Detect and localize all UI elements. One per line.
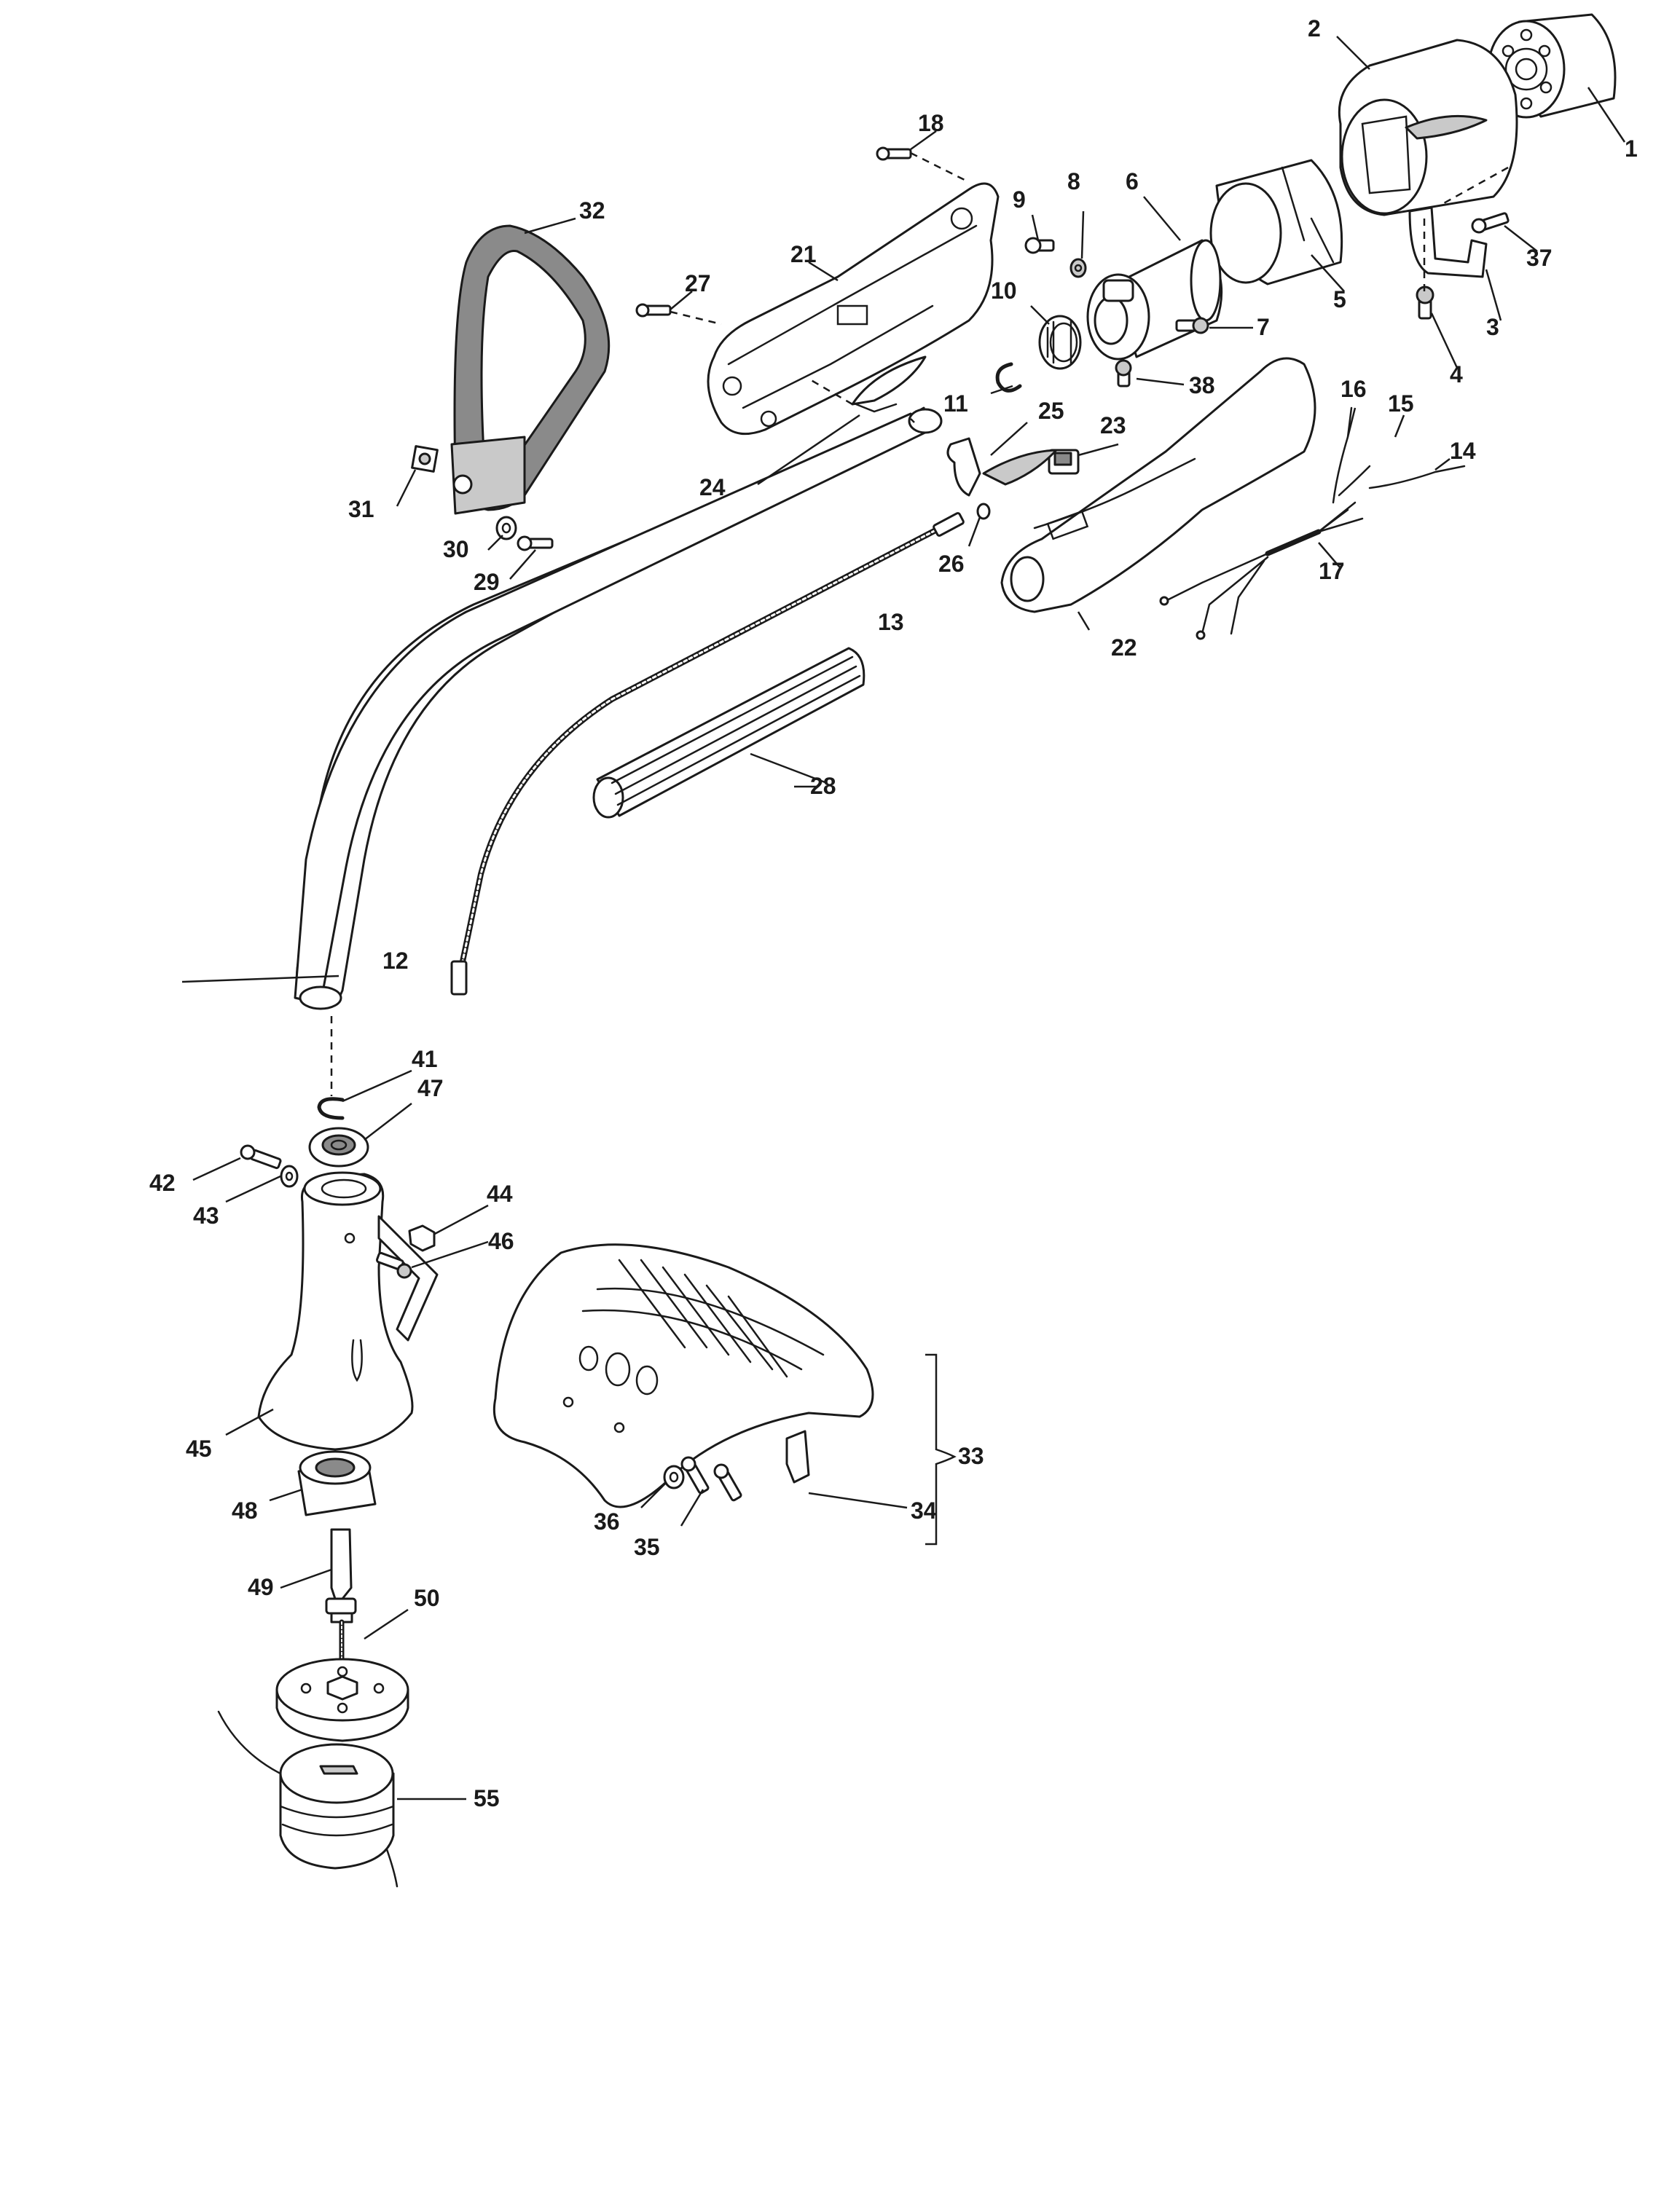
callout-14: 14 [1450, 438, 1476, 464]
callout-35: 35 [634, 1534, 660, 1560]
part-9-screw [1024, 237, 1055, 254]
callout-4: 4 [1450, 361, 1463, 387]
callout-33: 33 [958, 1443, 984, 1469]
callout-36: 36 [594, 1508, 620, 1535]
part-33-guard [492, 1243, 874, 1508]
callout-55: 55 [474, 1785, 500, 1811]
callout-27: 27 [685, 270, 711, 296]
part-10-bearing [1038, 315, 1082, 370]
part-26-washer [976, 503, 991, 520]
callout-21: 21 [790, 241, 817, 267]
part-38-screw [1115, 359, 1132, 387]
part-28-foam-grip [592, 647, 865, 819]
part-55-trimmer-head [217, 1710, 399, 1888]
callout-50: 50 [414, 1585, 440, 1611]
part-31-nut [411, 445, 439, 473]
callout-17: 17 [1319, 558, 1345, 584]
callout-37: 37 [1526, 245, 1553, 271]
part-27-screw [635, 303, 672, 318]
callout-12: 12 [382, 948, 409, 974]
part-24-trigger [851, 355, 927, 413]
part-35-screw [680, 1456, 742, 1502]
callout-16: 16 [1341, 376, 1367, 402]
part-4-screw [1416, 286, 1434, 320]
part-41-circlip [317, 1097, 345, 1120]
callout-32: 32 [579, 197, 605, 224]
callout-24: 24 [699, 474, 726, 500]
part-47-bearing [308, 1127, 369, 1168]
part-43-washer [280, 1165, 299, 1188]
part-7-screw [1175, 317, 1209, 334]
callout-23: 23 [1100, 412, 1126, 438]
part-36-washer [663, 1465, 685, 1489]
part-50-flange [275, 1658, 409, 1742]
assembly-lines [330, 151, 1509, 1096]
callout-44: 44 [487, 1181, 513, 1207]
part-5-sleeve [1209, 159, 1343, 286]
part-29-screw [517, 535, 554, 551]
callout-42: 42 [149, 1170, 176, 1196]
part-25-trigger-lever [946, 437, 1058, 497]
callout-15: 15 [1388, 390, 1414, 417]
callout-31: 31 [348, 496, 374, 522]
callout-49: 49 [248, 1574, 274, 1600]
callout-6: 6 [1126, 168, 1139, 194]
callout-38: 38 [1189, 372, 1215, 398]
callout-9: 9 [1013, 186, 1026, 213]
callout-18: 18 [918, 110, 944, 136]
callout-1: 1 [1625, 135, 1638, 162]
callout-30: 30 [443, 536, 469, 562]
part-22-rear-handle [1000, 357, 1316, 613]
part-45-gear-head [257, 1171, 439, 1451]
callout-48: 48 [232, 1497, 258, 1524]
part-34-line-cutter [785, 1430, 810, 1484]
leader-lines [181, 36, 1626, 1800]
part-3-bracket [1408, 206, 1488, 278]
callout-13: 13 [878, 609, 904, 635]
callout-3: 3 [1486, 314, 1499, 340]
callout-34: 34 [911, 1497, 937, 1524]
callout-8: 8 [1067, 168, 1080, 194]
part-8-washer [1069, 258, 1087, 278]
part-15-wire [1338, 465, 1371, 497]
callout-43: 43 [193, 1203, 219, 1229]
part-30-washer [495, 516, 517, 540]
callout-29: 29 [474, 569, 500, 595]
part-23-switch [1048, 449, 1080, 475]
part-37-screw [1471, 212, 1510, 234]
callout-46: 46 [488, 1228, 514, 1254]
part-18-screw [876, 146, 912, 161]
part-6-motor-tube [1086, 239, 1223, 361]
part-44-nut [408, 1224, 436, 1252]
callout-47: 47 [417, 1075, 444, 1101]
part-32-loop-handle [450, 224, 611, 515]
callout-2: 2 [1308, 15, 1321, 42]
part-14-wire [1368, 465, 1466, 489]
part-21-handle-housing [707, 182, 1000, 436]
callout-25: 25 [1038, 398, 1064, 424]
part-11-circlip [995, 362, 1022, 393]
callout-11: 11 [943, 390, 968, 417]
part-48-bearing [297, 1450, 377, 1516]
callout-22: 22 [1111, 634, 1137, 661]
callout-7: 7 [1257, 314, 1270, 340]
part-17-wiring-loom [1159, 501, 1364, 640]
callout-26: 26 [938, 551, 965, 577]
part-13-drive-cable [450, 512, 965, 996]
callout-5: 5 [1333, 286, 1346, 312]
callout-28: 28 [810, 773, 836, 799]
part-49-output-shaft [325, 1528, 357, 1664]
part-46-screw [375, 1251, 412, 1279]
part-42-screw [240, 1144, 282, 1170]
callout-45: 45 [186, 1436, 212, 1462]
callout-41: 41 [412, 1046, 438, 1072]
callout-10: 10 [991, 278, 1017, 304]
part-2-motor-cover [1338, 39, 1518, 216]
part-16-wire [1332, 406, 1353, 504]
callout-labels: 1 2 3 4 5 6 7 8 9 10 11 12 13 14 15 16 1… [149, 15, 1638, 1811]
part-12-shaft-tube [294, 406, 943, 1010]
